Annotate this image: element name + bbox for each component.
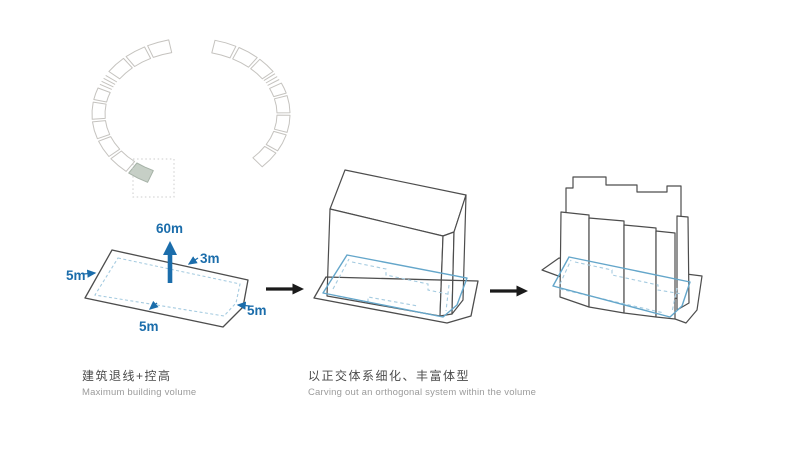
right-arrow-icon (490, 285, 528, 297)
ring-building-segment (211, 39, 237, 59)
bottom-setback-label: 5m (139, 319, 159, 334)
ring-hatch-mark (103, 77, 116, 85)
setback-line (94, 257, 241, 317)
ring-building-segment (269, 82, 287, 98)
ring-building-segment (125, 46, 152, 67)
left-setback-label: 5m (66, 268, 86, 283)
height-arrow (163, 241, 177, 283)
caption-step2-zh: 以正交体系细化、丰富体型 (308, 369, 471, 383)
top-setback-label: 3m (200, 251, 220, 266)
ring-hatch-mark (99, 83, 112, 90)
site-plan-diagram: 60m 3m 5m 5m 5m (66, 221, 267, 334)
ring-building-segment (91, 101, 107, 120)
caption-step1: 建筑退线+控高 Maximum building volume (82, 367, 196, 398)
ring-hatch-mark (265, 76, 278, 84)
right-setback-arrow (236, 301, 251, 310)
parcel-selection-box (132, 158, 175, 198)
top-setback-arrow (187, 256, 199, 265)
slab-4 (655, 230, 676, 320)
ring-building-segment (273, 95, 291, 114)
setback-wireframe (552, 256, 691, 318)
caption-step2: 以正交体系细化、丰富体型 Carving out an orthogonal s… (308, 367, 536, 398)
ring-building-segment (147, 39, 173, 58)
site-boundary (84, 249, 249, 328)
slab-5 (676, 215, 690, 311)
ring-building-segment (273, 114, 291, 133)
ring-hatch-mark (263, 73, 276, 82)
caption-step1-en: Maximum building volume (82, 387, 197, 398)
ring-building-segment (110, 150, 136, 172)
base-plate (313, 276, 479, 324)
right-arrow-icon (266, 283, 304, 295)
ring-building-segment (108, 57, 133, 80)
ring-building-segment (92, 120, 111, 140)
left-setback-arrow (82, 269, 97, 278)
bottom-setback-arrow (148, 300, 159, 310)
ring-building-segment (250, 58, 274, 80)
massing-diagram (541, 176, 703, 324)
circular-site-plan (91, 39, 291, 183)
ring-building-segment (93, 87, 111, 103)
ring-building-segment (265, 130, 287, 152)
ring-building-segment (98, 136, 121, 157)
ring-hatch-mark (267, 79, 280, 86)
ring-building-segment (252, 145, 277, 168)
caption-step1-zh: 建筑退线+控高 (82, 369, 172, 383)
ring-hatch-mark (105, 74, 118, 83)
ring-building-segment (232, 47, 258, 68)
slab-2 (588, 217, 625, 314)
volume-right-face (451, 194, 467, 315)
ring-hatch-mark (101, 80, 114, 88)
right-setback-label: 5m (247, 303, 267, 318)
caption-step2-en: Carving out an orthogonal system within … (308, 387, 537, 398)
selected-parcel (128, 162, 154, 183)
height-label: 60m (156, 221, 183, 236)
setback-wireframe (322, 254, 468, 318)
building-volume-diagram (313, 169, 479, 324)
